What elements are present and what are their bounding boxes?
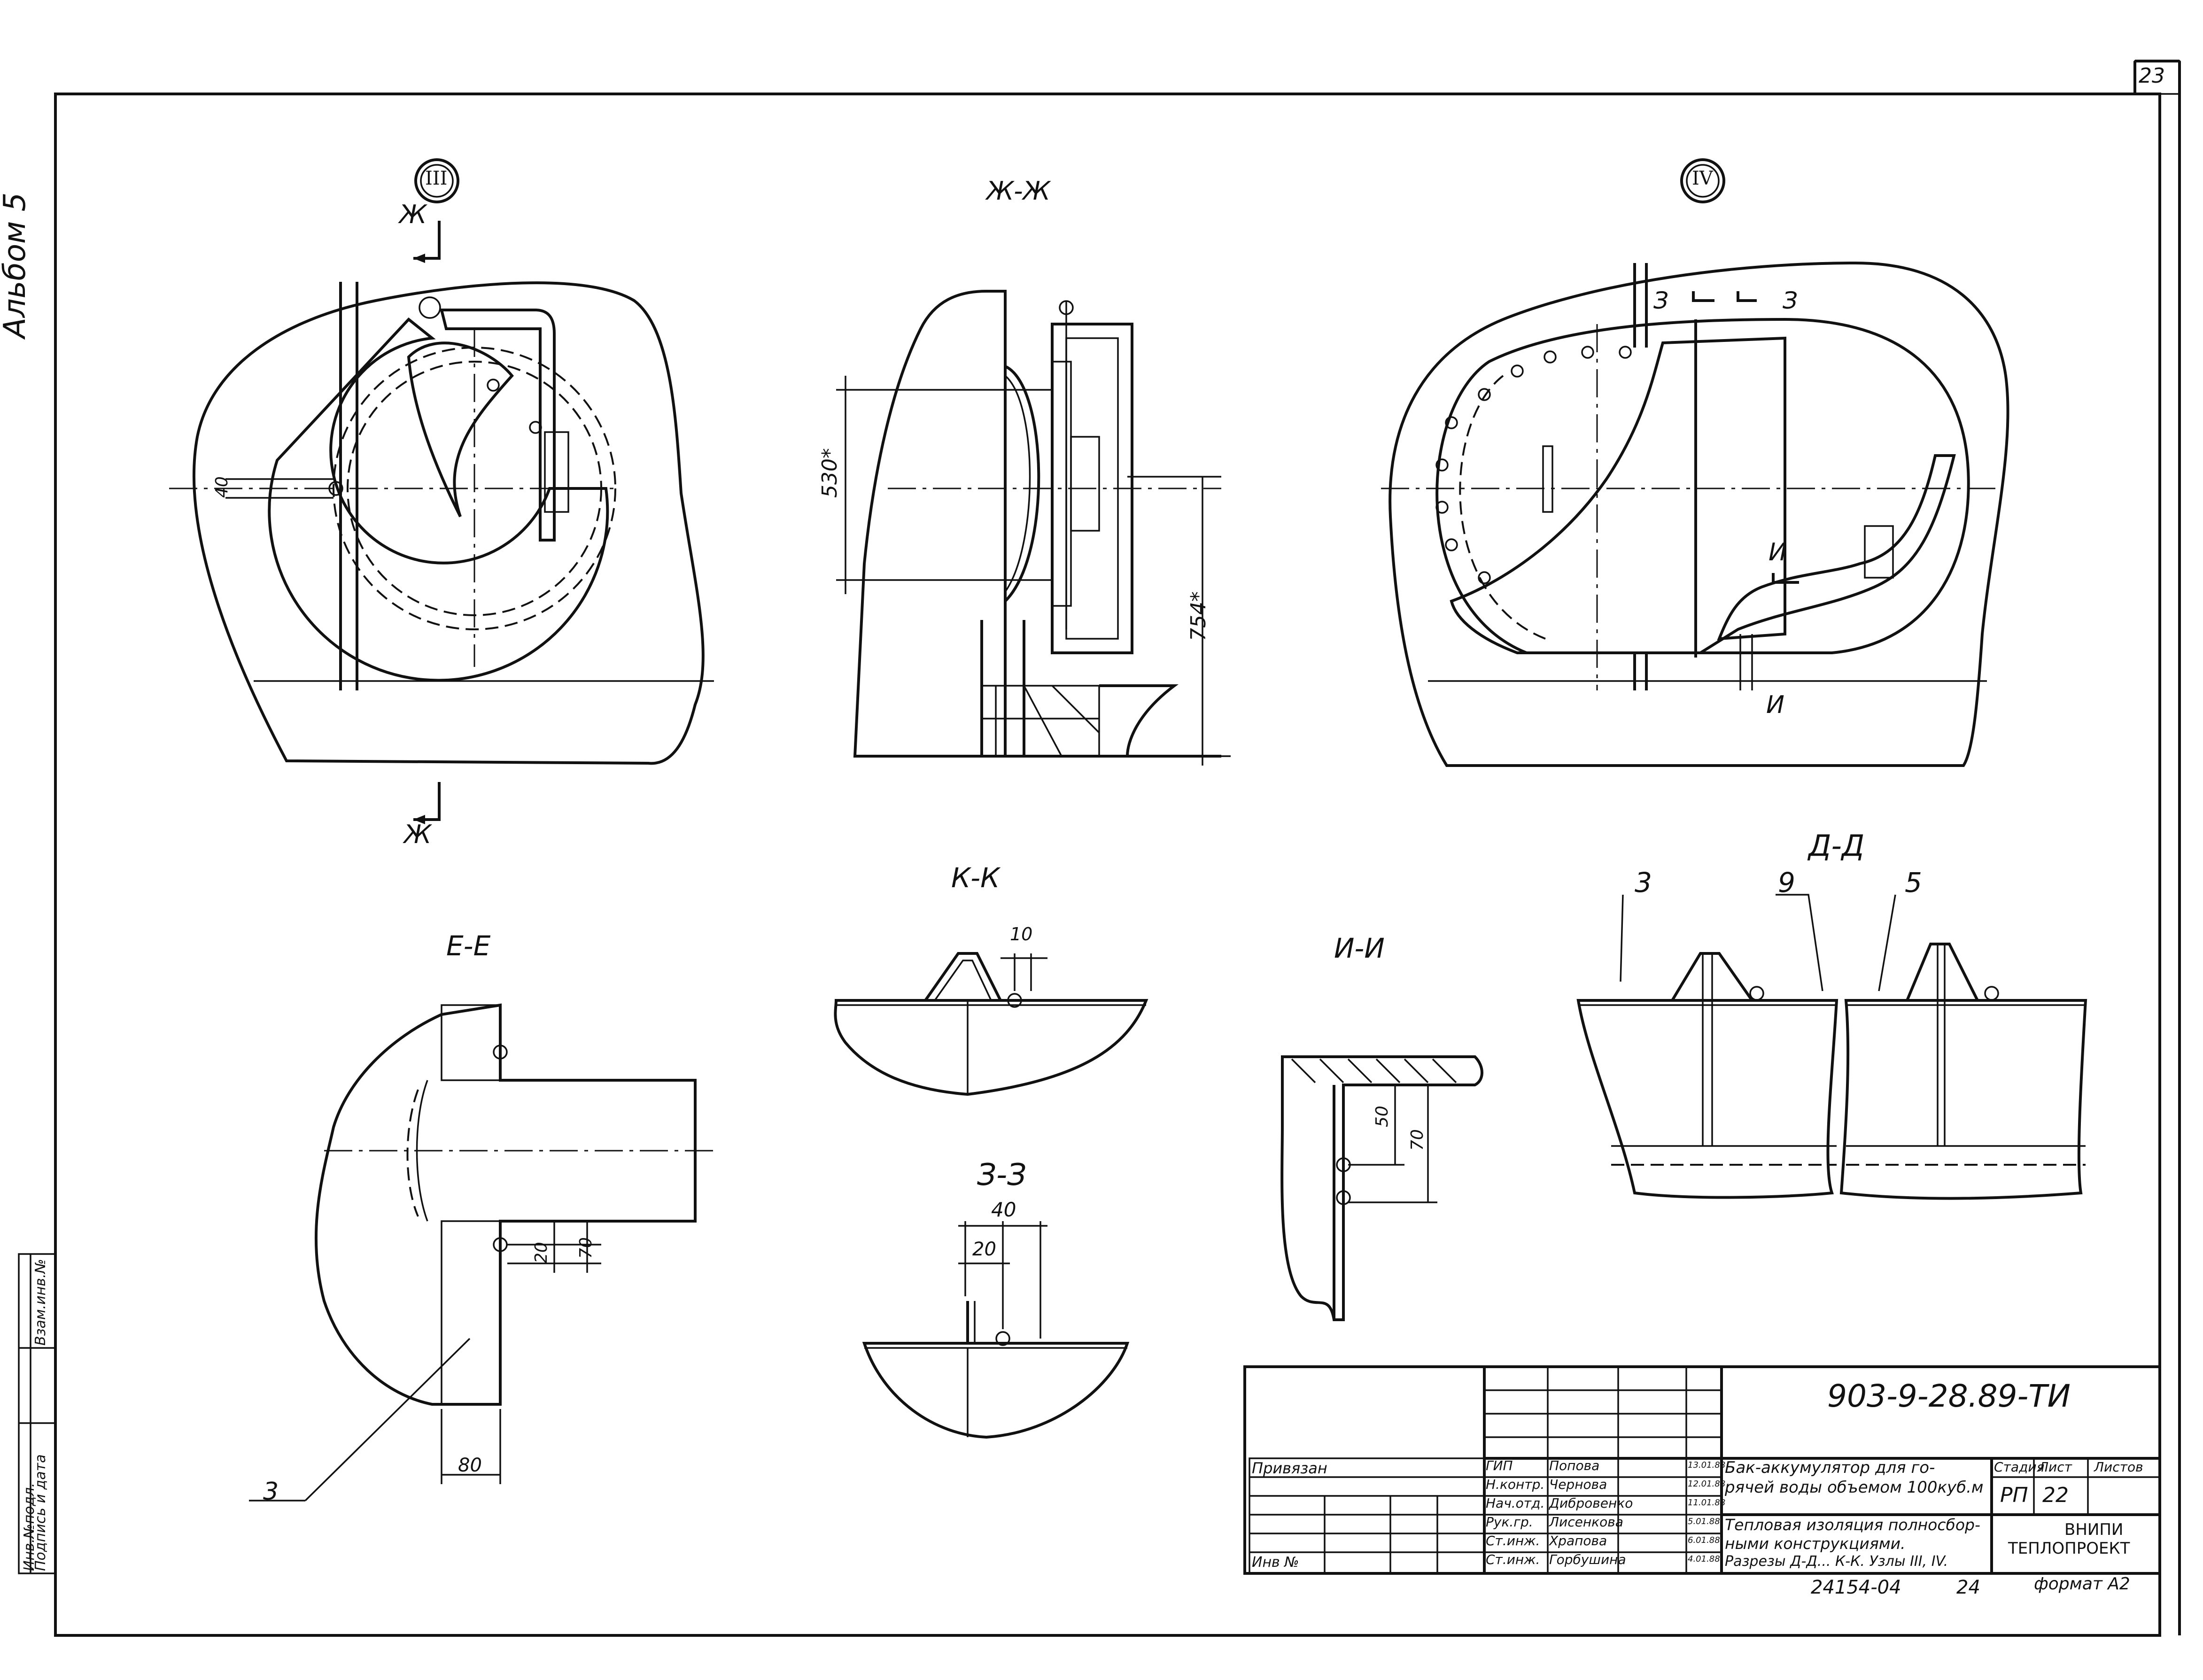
section-d-view	[1576, 894, 2087, 1200]
signer-name: Горбушина	[1549, 1552, 1626, 1567]
archive-number: 24154-04	[1811, 1577, 1901, 1598]
cut-z-right: З	[1783, 287, 1798, 314]
dim-20-zz: 20	[972, 1239, 996, 1260]
org-line-1: ВНИПИ	[2064, 1520, 2124, 1539]
signer-role: Ст.инж.	[1486, 1552, 1540, 1567]
section-k-view	[834, 952, 1148, 1096]
section-d-title: Д-Д	[1808, 828, 1865, 863]
signer-name: Чернова	[1549, 1477, 1607, 1492]
signer-name: Лисенкова	[1549, 1514, 1623, 1530]
title-line-2: рячей воды объемом 100куб.м	[1725, 1478, 1984, 1497]
node-4-view	[1381, 158, 2009, 767]
dim-530: 530*	[818, 448, 842, 498]
desc-line-1: Тепловая изоляция полносбор-	[1725, 1516, 1980, 1534]
signer-role: Нач.отд.	[1486, 1495, 1545, 1511]
dim-50-ii: 50	[1373, 1106, 1392, 1127]
section-i-title: И-И	[1334, 932, 1385, 964]
signer-name: Попова	[1549, 1458, 1600, 1473]
position-5-dd: 5	[1905, 867, 1922, 898]
signer-role: ГИП	[1486, 1458, 1513, 1473]
signer-name: Дибровенко	[1549, 1495, 1633, 1511]
title-block	[1243, 1365, 2161, 1575]
stage-value: РП	[2000, 1483, 2028, 1507]
dim-40-node3: 40	[212, 476, 232, 498]
dim-70-ii: 70	[1408, 1129, 1427, 1151]
section-z-view	[862, 1221, 1130, 1439]
cut-i-top: И	[1769, 538, 1787, 566]
section-e-view	[249, 1003, 719, 1502]
doc-code: 903-9-28.89-ТИ	[1827, 1378, 2071, 1414]
section-zh-view	[836, 290, 1231, 766]
position-3-ee: 3	[263, 1478, 279, 1506]
node-4-marker: IV	[1692, 168, 1713, 189]
stage-header: Стадия	[1994, 1459, 2045, 1475]
sheet-frame	[54, 93, 2161, 1637]
page-number: 23	[2139, 64, 2165, 88]
node-3-marker: III	[425, 168, 448, 189]
dim-20-ee: 20	[532, 1242, 551, 1263]
section-k-title: К-К	[951, 862, 1000, 894]
page-number-box	[2134, 60, 2180, 95]
signer-role: Н.контр.	[1486, 1477, 1545, 1492]
position-3-dd: 3	[1635, 867, 1652, 898]
side-stamp-col-3: Взам.инв.№	[32, 1259, 49, 1346]
dim-10-kk: 10	[1010, 924, 1033, 945]
cut-z-left: З	[1653, 287, 1669, 314]
sheets-header: Листов	[2094, 1459, 2143, 1475]
position-9-dd: 9	[1778, 867, 1795, 898]
desc-line-3: Разрезы Д-Д... К-К. Узлы III, IV.	[1725, 1553, 1948, 1570]
sheet-value: 22	[2042, 1483, 2069, 1507]
dim-754: 754*	[1187, 591, 1210, 641]
cut-zh-bottom: Ж	[404, 820, 432, 849]
signer-name: Храпова	[1549, 1533, 1607, 1548]
node-3-view	[169, 158, 714, 824]
signer-role: Ст.инж.	[1486, 1533, 1540, 1548]
section-e-title: Е-Е	[446, 930, 491, 962]
cut-zh-top: Ж	[399, 200, 427, 229]
dim-40-zz: 40	[991, 1198, 1016, 1221]
dim-70-ee: 70	[576, 1237, 596, 1259]
section-z-title: З-З	[977, 1158, 1027, 1192]
section-zh-title: Ж-Ж	[986, 176, 1050, 206]
signer-date: 11.01.88	[1688, 1498, 1726, 1508]
cut-i-bottom: И	[1766, 691, 1784, 719]
signer-date: 4.01.88	[1688, 1554, 1720, 1564]
inv-no-label: Инв №	[1252, 1554, 1299, 1571]
signer-date: 13.01.88	[1688, 1460, 1726, 1470]
title-line-1: Бак-аккумулятор для го-	[1725, 1458, 1935, 1477]
album-label: Альбом 5	[0, 192, 32, 338]
section-i-view	[1280, 1055, 1483, 1321]
side-stamp-col-2: Подпись и дата	[32, 1454, 49, 1572]
format-label: формат А2	[2034, 1574, 2130, 1594]
signer-role: Рук.гр.	[1486, 1514, 1533, 1530]
signer-date: 12.01.88	[1688, 1479, 1726, 1489]
privyazan-label: Привязан	[1252, 1459, 1327, 1477]
sheet-header: Лист	[2039, 1459, 2072, 1475]
desc-line-2: ными конструкциями.	[1725, 1534, 1906, 1553]
archive-sheet: 24	[1956, 1577, 1980, 1598]
org-line-2: ТЕПЛОПРОЕКТ	[2008, 1539, 2130, 1558]
side-stamp	[18, 1253, 56, 1574]
signer-date: 5.01.88	[1688, 1517, 1720, 1526]
dim-80-ee: 80	[458, 1455, 482, 1476]
signer-date: 6.01.88	[1688, 1535, 1720, 1545]
